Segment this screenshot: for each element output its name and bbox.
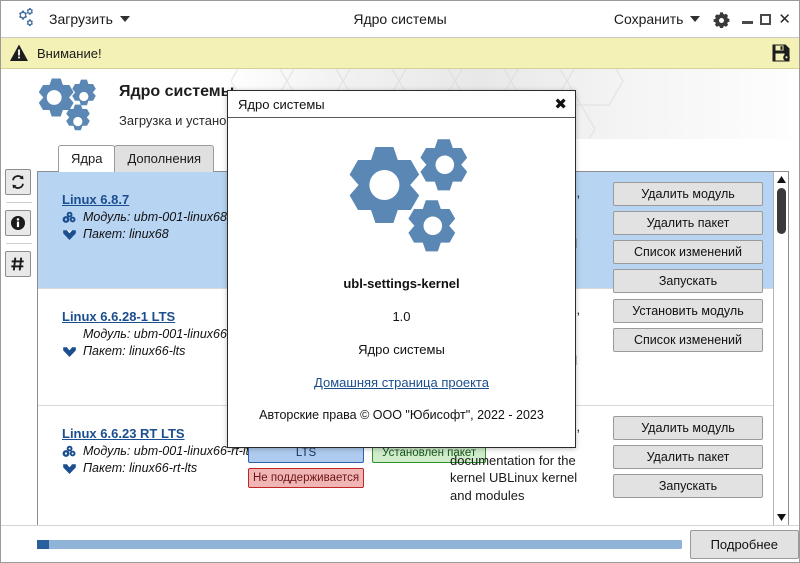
hash-icon[interactable] [5,251,31,277]
homepage-link[interactable]: Домашняя страница проекта [314,375,489,390]
module-line: Модуль: ubm-001-linux66-rt-lts [62,444,255,458]
module-label: Модуль: ubm-001-linux66-l [83,327,234,341]
remove-package-button[interactable]: Удалить пакет [613,211,763,235]
tab-kernels[interactable]: Ядра [58,145,116,172]
warning-text: Внимание! [37,45,102,61]
dialog-title-bar: Ядро системы ✖ [228,91,575,118]
install-module-button[interactable]: Установить модуль [613,299,763,323]
remove-module-button[interactable]: Удалить модуль [613,416,763,440]
page-title: Ядро системы [119,83,235,100]
kernel-name-link[interactable]: Linux 6.6.23 RT LTS [62,426,185,441]
warning-triangle-icon [9,43,29,63]
package-icon [62,345,77,358]
load-menu-label: Загрузить [49,11,113,27]
gears-logo [23,77,105,139]
minimize-icon[interactable] [742,20,754,24]
close-icon[interactable]: ✕ [778,9,791,28]
dialog-version: 1.0 [392,309,411,324]
kernel-name-link[interactable]: Linux 6.8.7 [62,192,130,207]
dialog-body: ubl-settings-kernel 1.0 Ядро системы Дом… [228,118,575,422]
module-line: Модуль: ubm-001-linux68 [62,210,238,224]
refresh-icon[interactable] [5,169,31,195]
actions-cell: Удалить модуль Удалить пакет Запускать [613,406,773,503]
kernel-info-cell: Linux 6.6.23 RT LTS Модуль: ubm-001-linu… [38,406,255,475]
dialog-title: Ядро системы [238,96,325,112]
status-bar: Подробнее [1,525,799,562]
chevron-down-icon [690,16,701,22]
gear-icon[interactable] [712,10,730,28]
package-line: Пакет: linux68 [62,227,238,241]
module-icon [62,211,77,224]
close-icon[interactable]: ✖ [554,95,567,113]
load-menu-button[interactable]: Загрузить [49,11,130,27]
window-controls: ✕ [742,9,791,28]
scroll-down-arrow-icon[interactable] [774,510,788,525]
package-icon [62,228,77,241]
title-bar: Загрузить Ядро системы Сохранить ✕ [1,1,799,38]
package-line: Пакет: linux66-lts [62,344,238,358]
module-icon [62,445,77,458]
package-label: Пакет: linux66-lts [83,344,186,358]
tab-addons[interactable]: Дополнения [114,145,215,172]
status-badge: Не поддерживается [248,468,365,488]
save-menu-button[interactable]: Сохранить [614,11,701,27]
gears-logo [228,134,575,262]
warning-bar: Внимание! [1,38,799,69]
kernel-info-cell: Linux 6.8.7 Модуль: ubm-001-linux68 [38,172,238,241]
dialog-description: Ядро системы [358,342,445,357]
dialog-package-name: ubl-settings-kernel [343,276,460,291]
titlebar-right-group: Сохранить ✕ [602,10,791,28]
dialog-copyright: Авторские права © ООО "Юбисофт", 2022 - … [259,408,544,422]
package-line: Пакет: linux66-rt-lts [62,461,238,475]
changelog-button[interactable]: Список изменений [613,240,763,264]
remove-module-button[interactable]: Удалить модуль [613,182,763,206]
module-label: Модуль: ubm-001-linux68 [83,210,227,224]
rail-divider [6,243,32,244]
run-button[interactable]: Запускать [613,269,763,293]
vertical-scrollbar[interactable] [773,172,788,525]
progress-chunk [37,539,49,549]
kernel-info-cell: Linux 6.6.28-1 LTS Модуль: ubm-001-linux… [38,289,238,358]
actions-cell: Установить модуль Список изменений [613,289,773,357]
module-label: Модуль: ubm-001-linux66-rt-lts [83,444,256,458]
icon-rail [5,169,33,284]
maximize-icon[interactable] [760,13,772,25]
kernel-name-link[interactable]: Linux 6.6.28-1 LTS [62,309,176,324]
details-button[interactable]: Подробнее [689,529,799,559]
remove-package-button[interactable]: Удалить пакет [613,445,763,469]
progress-bar [37,539,682,549]
module-line: Модуль: ubm-001-linux66-l [62,327,238,341]
save-menu-label: Сохранить [613,11,684,27]
package-label: Пакет: linux68 [83,227,169,241]
package-label: Пакет: linux66-rt-lts [83,461,198,475]
actions-cell: Удалить модуль Удалить пакет Список изме… [613,172,773,298]
chevron-down-icon [119,16,130,22]
run-button[interactable]: Запускать [613,474,763,498]
scroll-up-arrow-icon[interactable] [774,172,788,187]
scroll-thumb[interactable] [777,188,786,234]
gears-icon [9,5,37,33]
package-icon [62,462,77,475]
floppy-save-icon[interactable] [771,43,791,63]
rail-divider [6,202,32,203]
about-dialog: Ядро системы ✖ ubl-settings-kernel 1.0 [227,90,576,448]
changelog-button[interactable]: Список изменений [613,328,763,352]
info-icon[interactable] [5,210,31,236]
tab-bar: Ядра Дополнения [58,145,215,172]
